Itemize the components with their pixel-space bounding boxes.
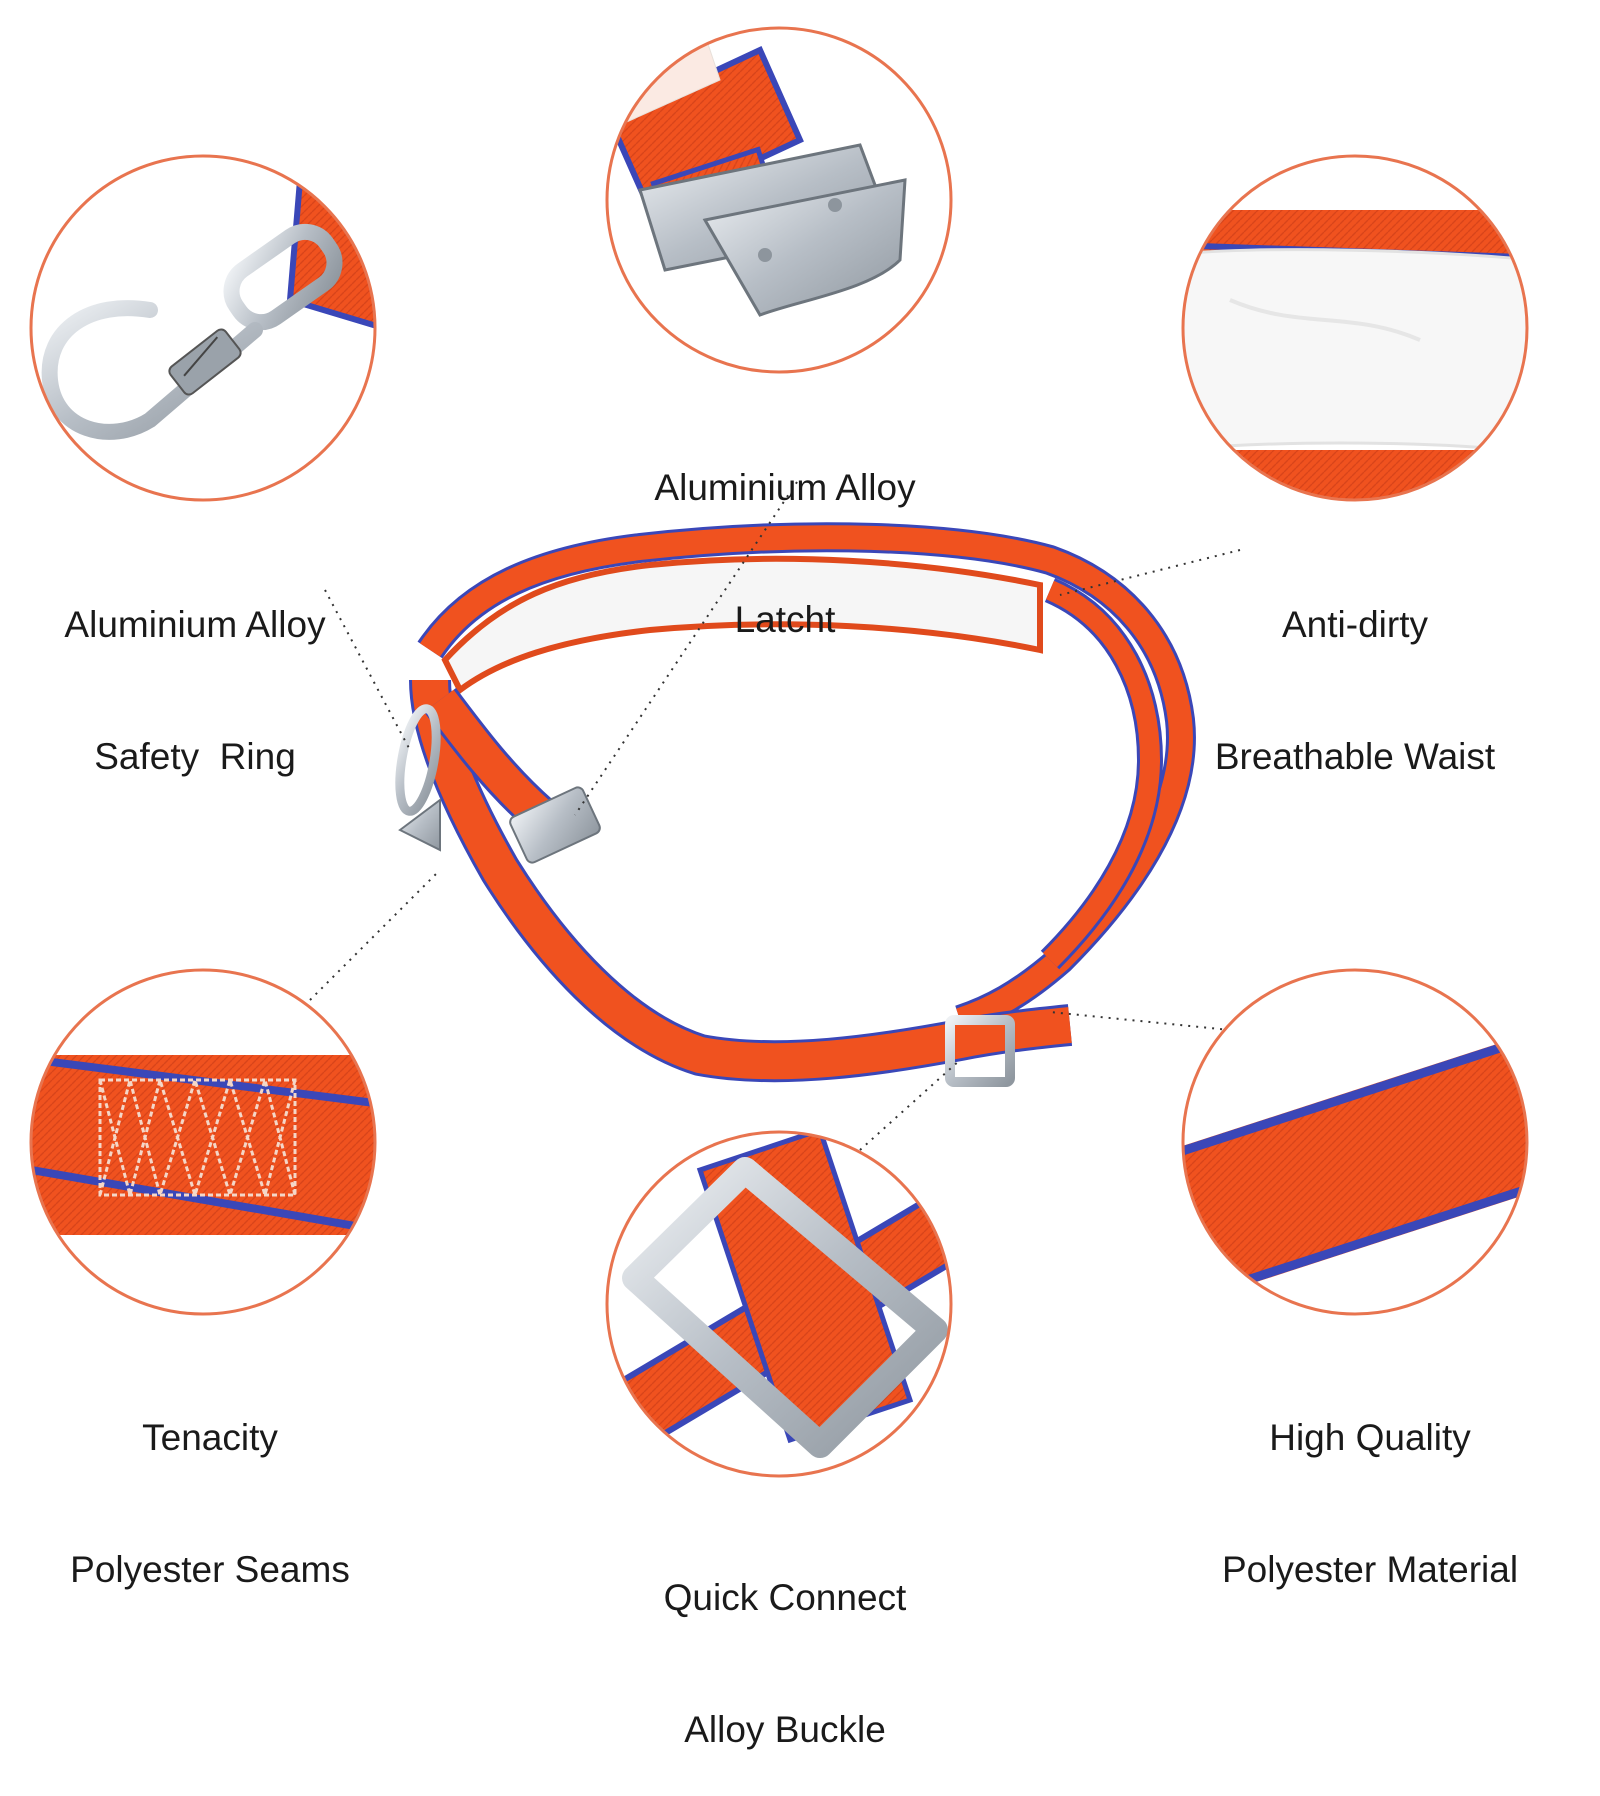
caption-buckle-line1: Quick Connect (663, 1577, 907, 1618)
caption-seams-line2: Polyester Seams (70, 1549, 350, 1590)
leader-lines (309, 481, 1241, 1151)
carabiner-icon (41, 175, 375, 440)
feature-circle-latch (605, 26, 953, 374)
feature-circle-buckle (605, 1130, 953, 1478)
belt-carabiner (395, 704, 441, 852)
caption-waist-line1: Anti-dirty (1282, 604, 1428, 645)
caption-safety-ring-line2: Safety Ring (94, 736, 296, 777)
belt-latch (509, 786, 601, 864)
feature-circle-waist (1181, 154, 1529, 502)
belt-buckle (945, 1015, 1015, 1087)
caption-material-line2: Polyester Material (1221, 1549, 1519, 1590)
caption-waist: Anti-dirty Breathable Waist (1195, 515, 1515, 823)
square-buckle-icon (607, 1132, 951, 1465)
caption-buckle-line2: Alloy Buckle (684, 1709, 886, 1750)
product-diagram (29, 26, 1529, 1478)
caption-safety-ring: Aluminium Alloy Safety Ring (40, 515, 350, 823)
caption-material-line1: High Quality (1269, 1417, 1471, 1458)
caption-buckle: Quick Connect Alloy Buckle (630, 1488, 940, 1796)
padded-waist-icon (1183, 210, 1527, 500)
caption-latch-line1: Aluminium Alloy (654, 467, 916, 508)
caption-safety-ring-line1: Aluminium Alloy (64, 604, 326, 645)
caption-latch-line2: Latcht (734, 599, 836, 640)
caption-latch: Aluminium Alloy Latcht (630, 378, 940, 686)
caption-waist-line2: Breathable Waist (1214, 736, 1496, 777)
feature-circle-safety-ring (29, 154, 377, 502)
caption-seams: Tenacity Polyester Seams (50, 1328, 370, 1636)
caption-material: High Quality Polyester Material (1200, 1328, 1540, 1636)
feature-circle-material (1181, 968, 1529, 1316)
caption-seams-line1: Tenacity (142, 1417, 278, 1458)
belt-padding (441, 555, 1043, 695)
safety-belt-photo (395, 522, 1196, 1087)
feature-circle-seams (29, 968, 377, 1316)
stitched-seam-icon (31, 1054, 375, 1236)
